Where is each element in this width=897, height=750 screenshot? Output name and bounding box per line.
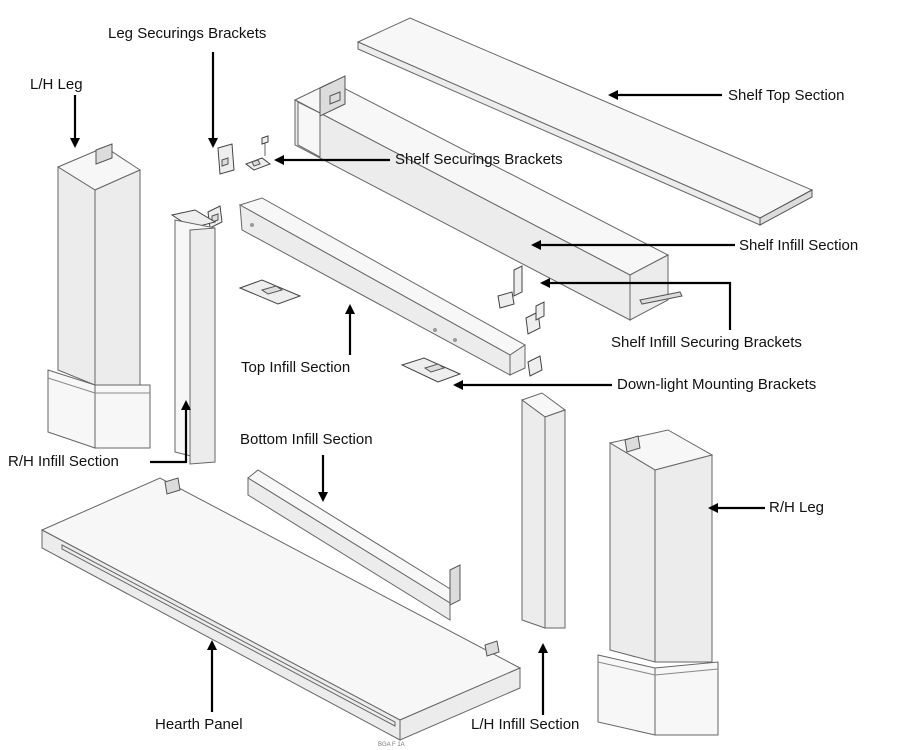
rh-infill-section-label: R/H Infill Section	[8, 453, 119, 470]
shelf-securing-brackets-part	[244, 135, 272, 171]
shelf-infill-securing-brackets-label: Shelf Infill Securing Brackets	[611, 334, 802, 351]
bottom-infill-section-part	[247, 469, 461, 621]
rh-leg-part	[597, 429, 719, 736]
lh-leg-label: L/H Leg	[30, 76, 83, 93]
bottom-infill-section-label: Bottom Infill Section	[240, 431, 373, 448]
lh-infill-section-label: L/H Infill Section	[471, 716, 580, 733]
drawing-code: BGA F 1A	[378, 742, 405, 748]
downlight-mounting-brackets-label: Down-light Mounting Brackets	[617, 376, 817, 393]
shelf-top-section-part	[356, 17, 814, 226]
shelf-securing-brackets-label: Shelf Securings Brackets	[395, 151, 563, 168]
top-infill-section-part	[238, 197, 526, 376]
top-infill-section-label: Top Infill Section	[241, 359, 351, 376]
shelf-infill-section-part	[293, 75, 683, 321]
lh-infill-section-part	[520, 392, 567, 629]
lh-leg-part	[47, 143, 151, 449]
leg-securing-brackets-part	[170, 143, 235, 229]
hearth-panel-part	[40, 477, 522, 741]
shelf-infill-securing-brackets-arrow	[540, 278, 732, 330]
shelf-infill-securing-brackets-part	[497, 265, 545, 377]
shelf-top-section-label: Shelf Top Section	[728, 87, 845, 104]
downlight-mounting-brackets-part	[238, 279, 462, 383]
rh-leg-label: R/H Leg	[769, 499, 825, 516]
rh-infill-section-part	[174, 219, 216, 465]
hearth-panel-label: Hearth Panel	[155, 716, 243, 733]
shelf-infill-section-label: Shelf Infill Section	[739, 237, 859, 254]
rh-infill-section-arrow	[150, 400, 191, 464]
leg-securing-brackets-label: Leg Securings Brackets	[108, 25, 267, 42]
